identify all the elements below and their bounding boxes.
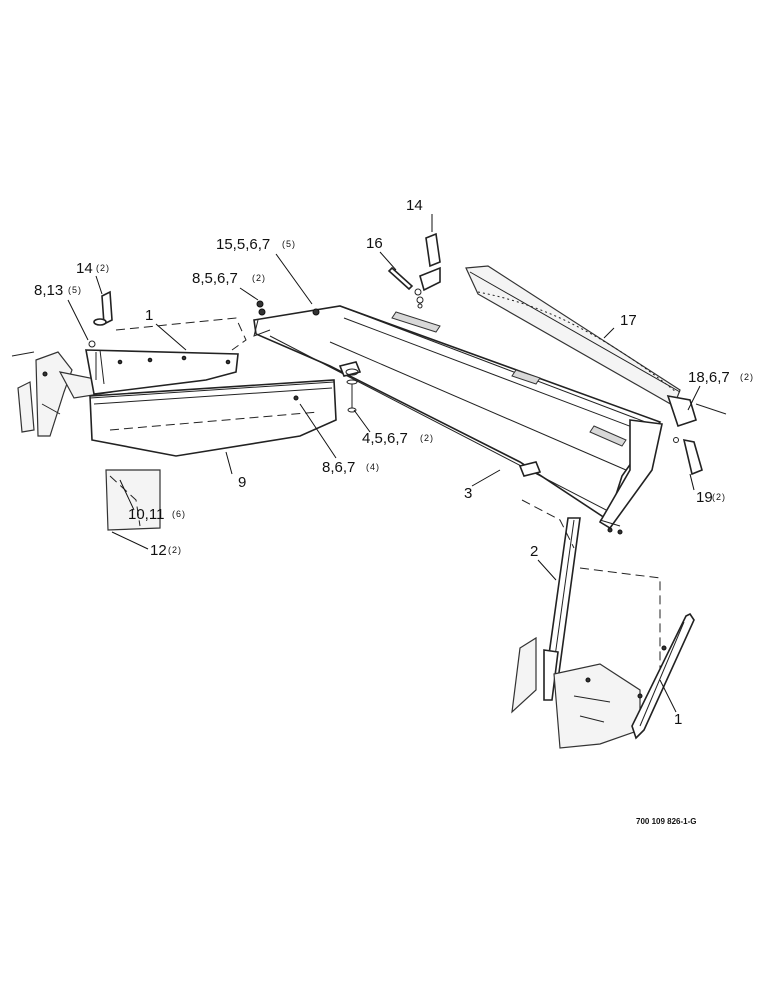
callout-8-5-qty: (2)	[252, 273, 266, 283]
callout-18-6-7: 18,6,7	[688, 369, 730, 386]
callout-19-qty: (2)	[712, 492, 726, 502]
callout-1-right: 1	[674, 711, 682, 728]
callout-4-5-6-7: 4,5,6,7	[362, 430, 408, 447]
upper-hardware	[387, 232, 441, 309]
callouts: 14 16 15,5,6,7 (5) 8,5,6,7 (2) 14 (2) 8,…	[34, 197, 754, 826]
callout-2: 2	[530, 543, 538, 560]
right-side-bracket	[631, 612, 695, 740]
callout-8-13: 8,13	[34, 282, 63, 299]
shield-hardware	[256, 300, 359, 413]
callout-12-qty: (2)	[168, 545, 182, 555]
callout-8-6-qty: (4)	[366, 462, 380, 472]
leader-lines	[67, 214, 701, 713]
callout-14-top: 14	[406, 197, 423, 214]
link-bolt	[673, 437, 703, 476]
callout-19: 19	[696, 489, 713, 506]
callout-14-left-qty: (2)	[96, 263, 110, 273]
rear-flap	[465, 265, 727, 428]
callout-8-5-6-7: 8,5,6,7	[192, 270, 238, 287]
callout-3: 3	[464, 485, 472, 502]
main-top-shield	[253, 305, 663, 535]
drawing-number: 700 109 826-1-G	[636, 817, 697, 826]
callout-10-11: 10,11	[128, 506, 164, 523]
callout-18-qty: (2)	[740, 372, 754, 382]
callout-8-6-7: 8,6,7	[322, 459, 355, 476]
callout-8-13-qty: (5)	[68, 285, 82, 295]
callout-15-5-6-7: 15,5,6,7	[216, 236, 270, 253]
callout-14-left: 14	[76, 260, 93, 277]
callout-1-left: 1	[145, 307, 153, 324]
callout-17: 17	[620, 312, 637, 329]
left-pin	[88, 290, 113, 348]
right-frame-structure	[511, 636, 641, 749]
callout-15-qty: (5)	[282, 239, 296, 249]
left-side-bracket	[85, 317, 247, 395]
side-shield	[89, 379, 337, 457]
callout-4-qty: (2)	[420, 433, 434, 443]
lower-shield-plate	[105, 469, 161, 531]
callout-12: 12	[150, 542, 167, 559]
callout-9: 9	[238, 474, 246, 491]
callout-10-qty: (6)	[172, 509, 186, 519]
callout-16: 16	[366, 235, 383, 252]
